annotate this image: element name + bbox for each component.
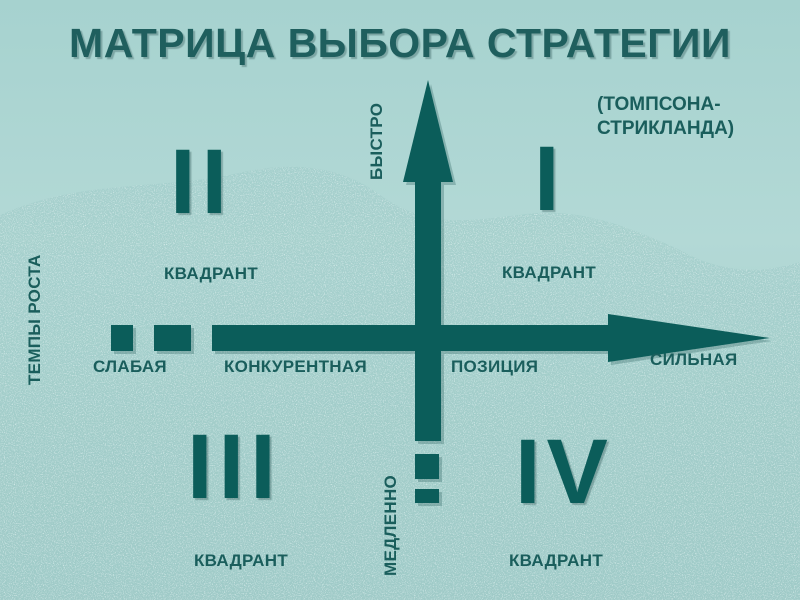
quadrant-2-label: КВАДРАНТ <box>164 264 259 283</box>
x-axis-dash-1 <box>111 325 133 351</box>
y-axis-arrowhead <box>403 80 453 182</box>
subtitle-line-1: (ТОМПСОНА- <box>597 94 721 115</box>
quadrant-1-numeral: I <box>534 128 566 230</box>
quadrant-1-label: КВАДРАНТ <box>502 263 597 282</box>
y-axis-bottom-label: МЕДЛЕННО <box>381 474 400 576</box>
y-axis-top-label: БЫСТРО <box>367 102 386 180</box>
x-axis-mid-label-1: КОНКУРЕНТНАЯ <box>224 357 367 376</box>
page-title: МАТРИЦА ВЫБОРА СТРАТЕГИИ <box>69 20 731 66</box>
y-axis-dash-1 <box>415 454 439 479</box>
quadrant-3-numeral: III <box>187 416 282 518</box>
quadrant-3-label: КВАДРАНТ <box>194 551 289 570</box>
x-axis-mid-label-2: ПОЗИЦИЯ <box>451 357 539 376</box>
x-axis-dash-2 <box>154 325 191 351</box>
x-axis-right-label: СИЛЬНАЯ <box>650 350 738 369</box>
subtitle-line-2: СТРИКЛАНДА) <box>597 118 735 139</box>
quadrant-4-numeral: IV <box>515 421 614 523</box>
quadrant-4-label: КВАДРАНТ <box>509 551 604 570</box>
x-axis-arrowhead <box>608 314 770 362</box>
y-axis-shaft <box>415 175 441 441</box>
y-axis-label: ТЕМПЫ РОСТА <box>25 254 44 385</box>
y-axis-arrow <box>403 80 453 503</box>
quadrant-2-numeral: II <box>170 131 234 233</box>
y-axis-dash-2 <box>415 489 439 503</box>
x-axis-left-label: СЛАБАЯ <box>93 357 167 376</box>
